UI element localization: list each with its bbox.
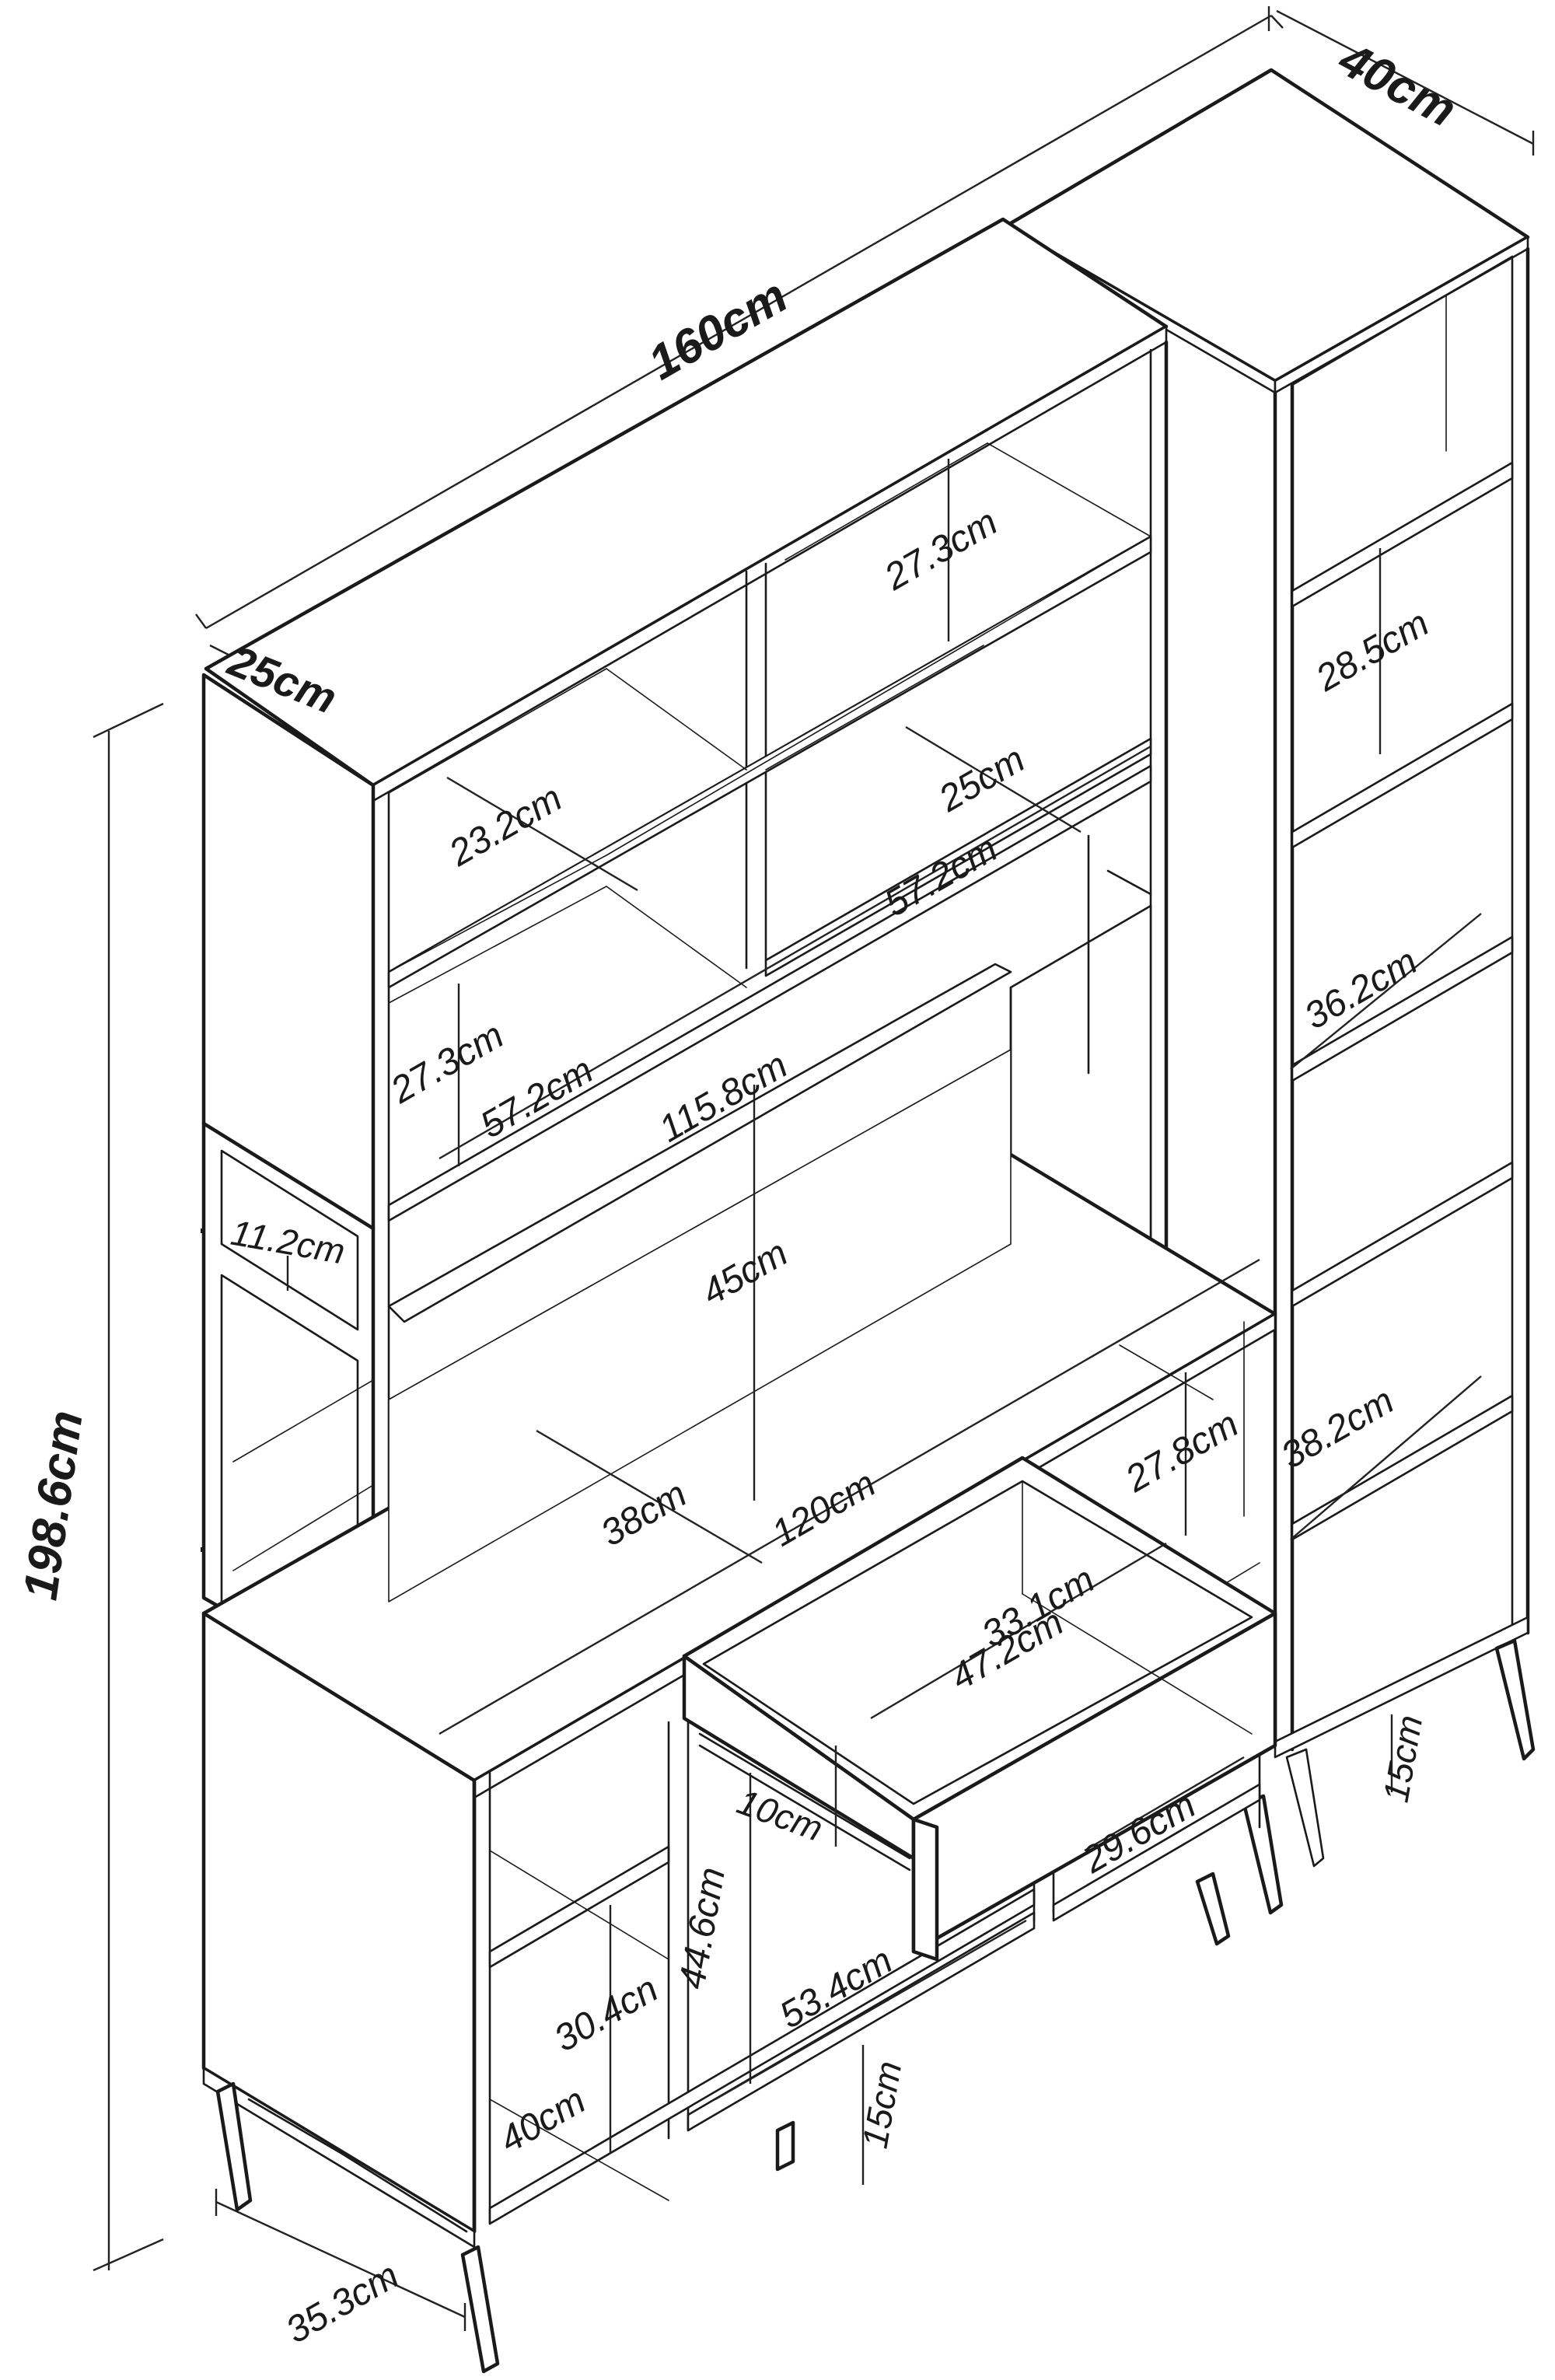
inner-dimension-arrows xyxy=(286,459,1482,2185)
label-leg-right: 15cm xyxy=(1375,1712,1431,1805)
drawer[interactable] xyxy=(682,1456,1277,1962)
lower-left-cabinet xyxy=(201,1611,1036,2374)
right-tower xyxy=(1005,68,1536,1915)
label-drawer-height: 27.8cm xyxy=(1118,1403,1246,1501)
upper-hutch xyxy=(201,217,1169,1269)
label-total-height: 198.6cm xyxy=(14,1407,93,1603)
label-upper-right-shelf-h: 27.3cm xyxy=(877,502,1005,599)
label-upper-left-depth: 23.2cm xyxy=(442,778,569,875)
label-center-open-h: 44.6cm xyxy=(672,1865,734,1992)
label-base-depth: 35.3cm xyxy=(279,2255,406,2352)
label-upper-left-shelf-h: 27.3cm xyxy=(383,1015,511,1112)
label-tower-shelf-1: 28.5cm xyxy=(1309,603,1436,700)
label-low-shelf-h: 30.4cn xyxy=(547,1969,665,2060)
overall-dimension-lines xyxy=(93,6,1535,2331)
label-tower-depth: 36.2cm xyxy=(1298,941,1424,1038)
